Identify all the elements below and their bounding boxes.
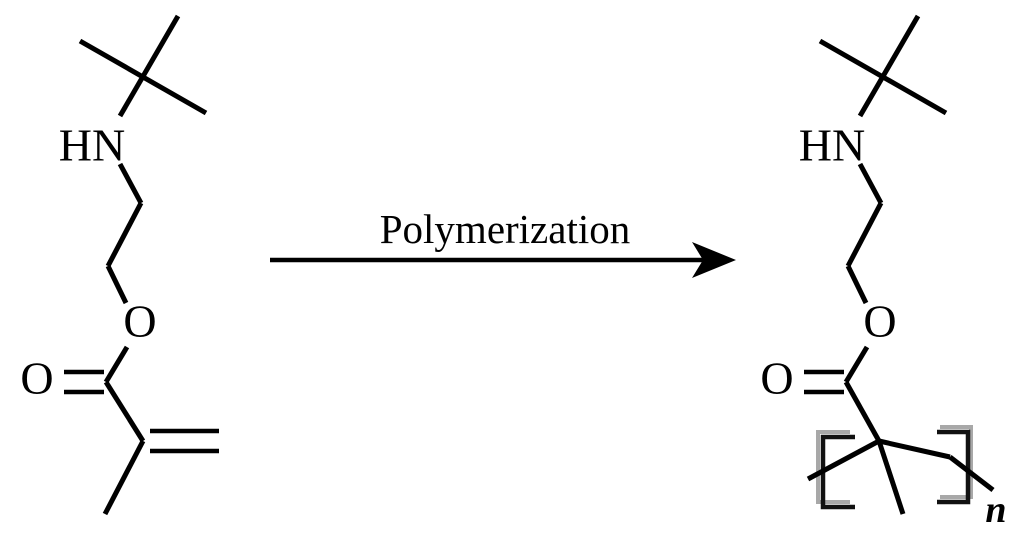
ester-oxygen-label-product: O (863, 296, 896, 347)
linker-bond-1-product (857, 162, 884, 205)
tert-butyl-bond-2 (78, 38, 208, 116)
linker-bond-2-product (845, 201, 884, 268)
left-bracket-shadow (816, 430, 850, 504)
linker-bond-1 (117, 162, 144, 205)
reaction-label: Polymerization (380, 206, 631, 252)
right-bracket (937, 429, 971, 505)
carbonyl-oxygen-label-reactant: O (20, 353, 53, 404)
tert-butyl-bond-1-product (857, 14, 921, 118)
linker-bond-3 (105, 264, 129, 305)
carbonyl-double-bond-product (804, 369, 844, 395)
repeat-unit-bracket-right (937, 425, 973, 505)
reaction-arrow-head (692, 242, 736, 278)
backbone-bond-right-product (948, 455, 995, 492)
product-structure: HN O O (760, 14, 1007, 531)
tert-butyl-bond-2-product (818, 38, 948, 116)
carbonyl-to-alpha-bond-product (843, 380, 882, 443)
tert-butyl-bond-1 (117, 14, 181, 118)
backbone-bond-mid-product (878, 438, 951, 460)
left-bracket (820, 434, 855, 510)
ethylene-linker-product (845, 162, 884, 305)
vinyl-double-bond-reactant (150, 428, 219, 454)
ester-bond-reactant (103, 345, 130, 384)
ester-bond-product (843, 345, 870, 384)
ester-oxygen-label-reactant: O (123, 296, 156, 347)
alpha-methyl-bond-product (876, 440, 906, 515)
linker-bond-3-product (845, 264, 869, 305)
repeat-unit-subscript: n (985, 489, 1006, 531)
alpha-methyl-bond-reactant (102, 439, 146, 516)
amine-label-product: HN (799, 120, 865, 171)
tert-butyl-group-reactant (78, 14, 208, 118)
carbonyl-to-alpha-bond-reactant (103, 380, 146, 443)
reaction-arrow-group: Polymerization (270, 206, 736, 278)
carbonyl-oxygen-label-product: O (760, 353, 793, 404)
backbone-bond-left-product (806, 438, 881, 482)
amine-label-reactant: HN (59, 120, 125, 171)
ethylene-linker-reactant (105, 162, 144, 305)
reactant-structure: HN O O (20, 14, 219, 516)
right-bracket-shadow (940, 425, 973, 499)
tert-butyl-group-product (818, 14, 948, 118)
carbonyl-double-bond-reactant (64, 369, 104, 395)
linker-bond-2 (105, 201, 144, 268)
